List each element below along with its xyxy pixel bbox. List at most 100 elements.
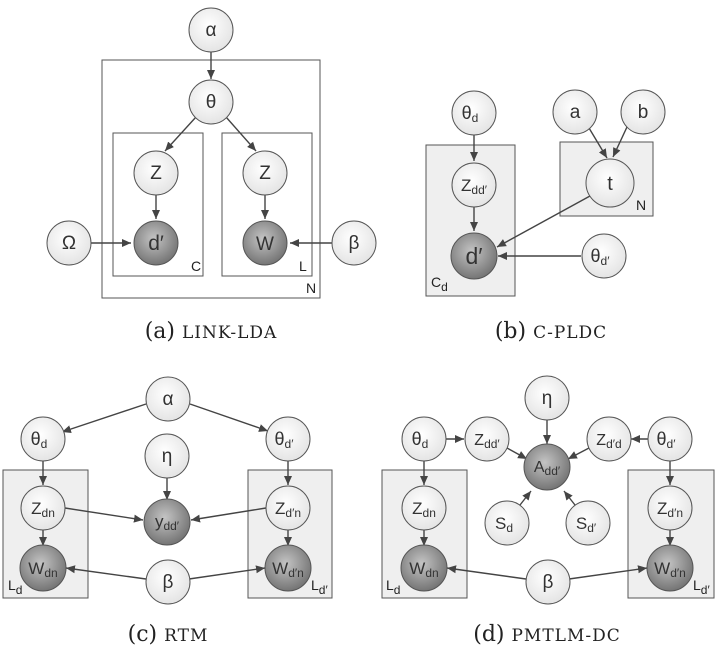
- plate-ld-label: Ld: [8, 577, 22, 597]
- svg-text:α: α: [206, 20, 217, 41]
- node-z-dn: Zdn: [20, 485, 66, 531]
- node-alpha: α: [188, 7, 234, 53]
- plate-c-label: C: [191, 258, 201, 274]
- edge-z-dpn-y-dd: [190, 507, 267, 523]
- node-theta-dp: θd′: [647, 416, 693, 462]
- edge-alpha-theta-d: [61, 403, 147, 433]
- svg-text:θd′: θd′: [591, 246, 611, 268]
- node-theta-d: θd: [451, 90, 497, 136]
- svg-text:Wdn: Wdn: [28, 559, 57, 580]
- edge-s-dp-a-dd: [563, 490, 576, 506]
- edge-beta-w-dn: [446, 565, 527, 580]
- svg-text:W: W: [256, 234, 274, 255]
- edge-s-d-a-dd: [519, 490, 532, 506]
- caption-d: (d) PMTLM-DC: [473, 622, 621, 647]
- svg-text:η: η: [542, 388, 553, 409]
- svg-text:θd′: θd′: [657, 429, 677, 451]
- edge-alpha-theta-dp: [189, 403, 269, 432]
- node-beta: β: [525, 559, 571, 605]
- svg-text:Z: Z: [259, 163, 271, 184]
- node-z-dd: Zdd′: [464, 416, 510, 462]
- node-s-d: Sd: [484, 500, 530, 546]
- edge-beta-w-dpn: [568, 565, 648, 580]
- node-y-dd: ydd′: [143, 498, 191, 546]
- node-beta: β: [331, 220, 377, 266]
- svg-text:η: η: [162, 446, 173, 467]
- svg-text:θd′: θd′: [275, 429, 295, 451]
- node-z-dpn: Zd′n: [265, 485, 311, 531]
- caption-a: (a) LINK-LDA: [145, 319, 278, 344]
- svg-text:Wdn: Wdn: [409, 559, 438, 580]
- node-theta-dp: θd′: [581, 233, 627, 279]
- svg-text:α: α: [163, 389, 174, 410]
- edge-b-t: [612, 126, 628, 158]
- node-z-left: Z: [133, 150, 179, 196]
- panel-b: Cd N θd Zdd′ d′ a b t: [425, 89, 666, 344]
- svg-text:θd: θd: [412, 429, 429, 451]
- node-s-dp: Sd′: [565, 500, 611, 546]
- plate-ldp-label: Ld′: [311, 577, 328, 597]
- edge-beta-w-dn: [65, 565, 147, 580]
- svg-text:Add′: Add′: [534, 459, 561, 478]
- plate-c: [112, 132, 204, 277]
- node-d-prime: d′: [450, 232, 498, 280]
- plate-cd-label: Cd: [431, 274, 448, 294]
- svg-text:Z: Z: [150, 163, 162, 184]
- plate-ld-label: Ld: [386, 577, 400, 597]
- svg-text:Zdd′: Zdd′: [474, 432, 500, 451]
- edge-a-t: [588, 127, 608, 159]
- svg-text:Wd′n: Wd′n: [272, 559, 304, 580]
- node-z-dn: Zdn: [401, 485, 447, 531]
- node-z-dpd: Zd′d: [586, 416, 632, 462]
- svg-text:d′: d′: [148, 232, 164, 255]
- node-a: a: [552, 89, 598, 135]
- svg-text:Zd′n: Zd′n: [657, 499, 683, 520]
- node-d-prime: d′: [133, 220, 179, 266]
- svg-text:β: β: [349, 233, 360, 254]
- svg-text:d′: d′: [465, 243, 482, 269]
- node-z-dpn: Zd′n: [647, 485, 693, 531]
- edge-theta-z-left: [164, 116, 197, 152]
- edge-z-dn-y-dd: [64, 507, 144, 523]
- svg-text:Zd′n: Zd′n: [275, 499, 301, 520]
- node-b: b: [620, 89, 666, 135]
- svg-text:ydd′: ydd′: [155, 512, 180, 533]
- svg-text:Zdn: Zdn: [31, 499, 55, 520]
- svg-text:Sd′: Sd′: [576, 514, 597, 535]
- node-w: W: [242, 220, 288, 266]
- node-eta: η: [144, 433, 190, 479]
- node-theta-d: θd: [401, 416, 447, 462]
- node-w-dpn: Wd′n: [646, 544, 694, 592]
- node-theta-d: θd: [20, 416, 66, 462]
- node-w-dpn: Wd′n: [264, 544, 312, 592]
- svg-text:β: β: [163, 572, 174, 593]
- node-a-dd: Add′: [523, 443, 571, 491]
- panel-d: Ld Ld′ θd Zdd′ η Zd′d: [381, 375, 715, 647]
- caption-b: (b) C-PLDC: [495, 319, 607, 344]
- edge-z-dd-a-dd: [506, 447, 528, 460]
- node-omega: Ω: [46, 220, 92, 266]
- plate-n-label: N: [306, 280, 316, 296]
- plate-l: [221, 132, 313, 277]
- panel-c: Ld Ld′ α θd θd′ η Z: [2, 376, 333, 647]
- svg-text:θd: θd: [31, 429, 48, 451]
- svg-text:θd: θd: [462, 103, 479, 125]
- plate-l-label: L: [299, 258, 307, 274]
- svg-text:Ω: Ω: [62, 233, 76, 254]
- node-beta: β: [145, 559, 191, 605]
- edge-z-dpd-a-dd: [567, 447, 590, 460]
- edge-beta-w-dpn: [188, 565, 266, 580]
- node-eta: η: [524, 375, 570, 421]
- node-theta: θ: [188, 79, 234, 125]
- edge-t-d-prime: [496, 195, 591, 248]
- svg-text:b: b: [638, 102, 649, 123]
- svg-text:t: t: [607, 173, 613, 195]
- svg-text:a: a: [570, 102, 581, 123]
- svg-text:Wd′n: Wd′n: [654, 559, 686, 580]
- node-theta-dp: θd′: [265, 416, 311, 462]
- node-z-right: Z: [242, 150, 288, 196]
- svg-text:Zd′d: Zd′d: [596, 432, 621, 451]
- svg-text:Zdd′: Zdd′: [461, 176, 488, 197]
- node-z-dd: Zdd′: [451, 162, 497, 208]
